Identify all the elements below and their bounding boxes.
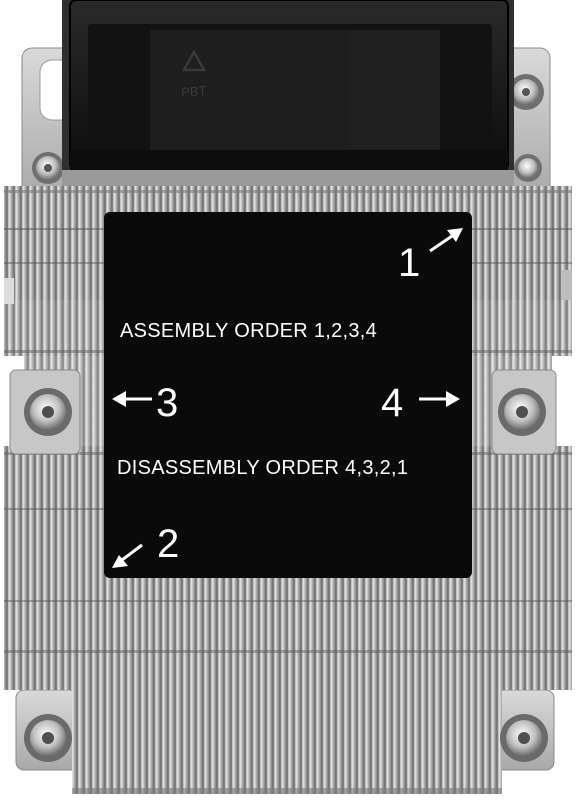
assembly-order-text: ASSEMBLY ORDER 1,2,3,4 (120, 320, 378, 342)
screw-icon (24, 388, 72, 436)
arrow-up-right-icon (429, 228, 463, 253)
label-number-2: 2 (157, 522, 180, 566)
cooling-fan (62, 0, 514, 186)
label-number-1: 1 (398, 241, 421, 285)
arrow-down-left-icon (112, 543, 143, 568)
recycle-icon (181, 49, 207, 72)
arrow-left-icon (112, 391, 152, 407)
screw-icon (500, 714, 548, 762)
label-number-4: 4 (381, 381, 404, 425)
label-number-3: 3 (156, 381, 179, 425)
screw-icon (508, 74, 544, 110)
screw-icon (24, 714, 72, 762)
screw-icon (514, 154, 542, 182)
instruction-label (104, 212, 472, 578)
disassembly-order-text: DISASSEMBLY ORDER 4,3,2,1 (117, 457, 409, 479)
arrow-right-icon (419, 391, 460, 407)
screw-icon (498, 388, 546, 436)
screw-icon (32, 152, 64, 184)
fan-molded-mark: PBT (181, 83, 207, 100)
